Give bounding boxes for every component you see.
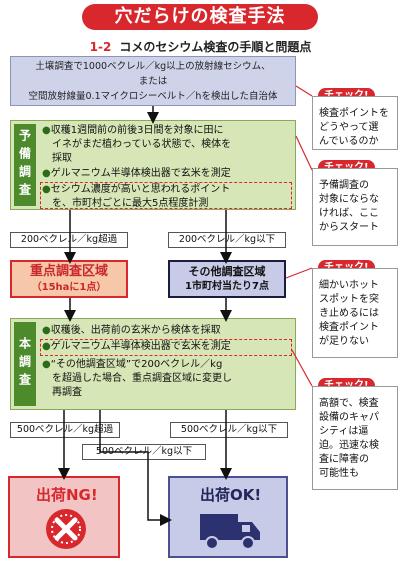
- bullet-icon: ●: [42, 125, 51, 136]
- other-zone-sub: 1市町村当たり7点: [185, 281, 269, 292]
- bullet-icon: ●: [42, 325, 51, 336]
- branch-below-500-a: 500ベクレル／kg以下: [82, 444, 206, 460]
- check-note-1: 検査ポイントを どうやって選 んでいるのか: [312, 96, 398, 150]
- other-zone-title: その他調査区域: [188, 265, 266, 278]
- main-item-1: ●収穫後、出荷前の玄米から検体を採取: [42, 325, 221, 336]
- criteria-box: 土壌調査で1000ベクレル／kg以上の放射線セシウム、 または 空間放射線量0.…: [10, 56, 296, 106]
- delivery-truck-icon: [200, 514, 260, 550]
- preliminary-survey-label: 予備調査: [14, 124, 36, 206]
- other-zone-box: その他調査区域 1市町村当たり7点: [168, 260, 286, 298]
- criteria-line-1: 土壌調査で1000ベクレル／kg以上の放射線セシウム、: [35, 61, 271, 72]
- ship-ng-box: 出荷NG!: [8, 476, 120, 558]
- check-note-2: 予備調査の 対象にならな ければ、ここ からスタート: [312, 168, 398, 246]
- preliminary-survey-box: [10, 120, 296, 210]
- figure-caption: コメのセシウム検査の手順と問題点: [119, 40, 312, 54]
- focus-zone-title: 重点調査区域: [29, 264, 108, 279]
- branch-exceed-200: 200ベクレル／kg超過: [10, 232, 128, 248]
- main-survey-label: 本調査: [14, 322, 36, 406]
- branch-exceed-500: 500ベクレル／kg超過: [10, 422, 120, 438]
- preliminary-item-2: ●ゲルマニウム半導体検出器で玄米を測定: [42, 168, 231, 179]
- bullet-icon: ●: [42, 184, 51, 195]
- ship-ok-label: 出荷OK!: [200, 486, 262, 504]
- main-item-2: ●ゲルマニウム半導体検出器で玄米を測定: [42, 341, 231, 352]
- highlight-dashed-box: [40, 182, 292, 209]
- criteria-line-3: 空間放射線量0.1マイクロシーベルト／hを検出した自治体: [28, 91, 278, 102]
- criteria-line-2: または: [138, 76, 168, 87]
- preliminary-item-3: ●セシウム濃度が高いと思われるポイント を、市町村ごとに最大5点程度計測: [42, 184, 231, 209]
- bullet-icon: ●: [42, 168, 51, 179]
- bullet-icon: ●: [42, 341, 51, 352]
- highlight-dashed-box-2: [40, 339, 292, 356]
- figure-subtitle: 1-2 コメのセシウム検査の手順と問題点: [0, 38, 401, 55]
- ship-ok-box: 出荷OK!: [168, 476, 288, 558]
- branch-below-200: 200ベクレル／kg以下: [168, 232, 286, 248]
- bullet-icon: ●: [42, 359, 51, 370]
- preliminary-item-1: ●収穫1週間前の前後3日間を対象に田に イネがまだ植わっている状態で、検体を 採…: [42, 125, 232, 164]
- focus-zone-box: 重点調査区域 （15haに1点）: [10, 260, 128, 298]
- main-survey-box: [10, 318, 296, 410]
- main-item-3: ●“その他調査区域”で200ベクレル／kg を超過した場合、重点調査区域に変更し…: [42, 359, 232, 398]
- check-note-3: 細かいホット スポットを突 き止めるには 検査ポイント が足りない: [312, 268, 398, 358]
- branch-below-500-b: 500ベクレル／kg以下: [170, 422, 288, 438]
- check-note-4: 高額で、検査 設備のキャパ シティは逼 迫。迅速な検 査に障害の 可能性も: [312, 386, 398, 490]
- figure-number: 1-2: [89, 40, 112, 54]
- ship-ng-label: 出荷NG!: [36, 486, 98, 504]
- page-title: 穴だらけの検査手法: [82, 4, 318, 30]
- focus-zone-sub: （15haに1点）: [31, 282, 107, 293]
- prohibited-x-icon: [46, 509, 86, 549]
